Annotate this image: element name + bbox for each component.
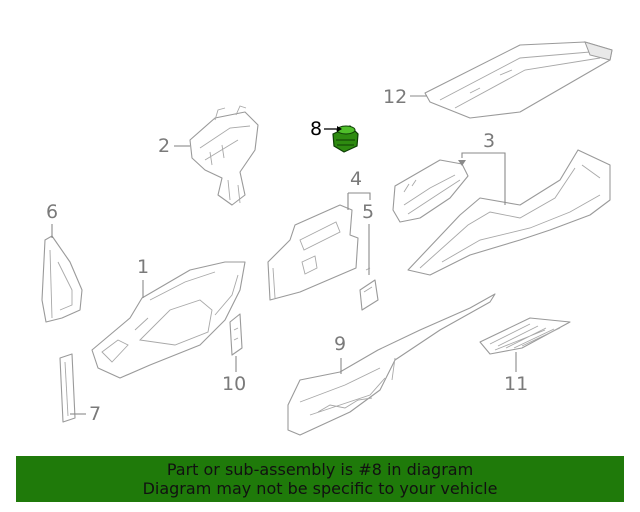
callout-12: 12 xyxy=(383,86,407,108)
parts-diagram: 12 8 2 3 4 5 6 xyxy=(41,41,613,436)
callout-7: 7 xyxy=(89,403,101,425)
part-6-side-cover xyxy=(41,235,83,323)
part-9-lower-console xyxy=(287,293,496,436)
leader-3 xyxy=(461,152,506,205)
callout-1: 1 xyxy=(137,256,149,278)
leader-4 xyxy=(347,192,371,210)
callout-6: 6 xyxy=(46,201,58,223)
part-5-small-trim xyxy=(359,267,379,311)
callout-9: 9 xyxy=(334,333,346,355)
part-8-clip xyxy=(332,125,359,153)
info-banner: Part or sub-assembly is #8 in diagram Di… xyxy=(16,456,624,502)
callout-10: 10 xyxy=(222,373,246,395)
part-4-side-panel xyxy=(267,204,359,301)
part-1-instrument-panel xyxy=(91,261,246,379)
part-3-console xyxy=(392,149,611,276)
banner-line-1: Part or sub-assembly is #8 in diagram xyxy=(166,460,474,479)
callout-2: 2 xyxy=(158,135,170,157)
arrow-8 xyxy=(337,126,342,132)
part-10-small-bracket xyxy=(229,313,243,356)
part-11-tray xyxy=(479,317,571,355)
callout-4: 4 xyxy=(350,168,362,190)
arrow-3 xyxy=(458,160,466,166)
banner-line-2: Diagram may not be specific to your vehi… xyxy=(142,479,498,498)
part-2-bracket xyxy=(189,105,259,206)
callout-8: 8 xyxy=(310,118,322,140)
part-7-vertical-strip xyxy=(59,353,76,423)
part-12-upper-panel xyxy=(424,41,613,119)
callout-3: 3 xyxy=(483,130,495,152)
callout-11: 11 xyxy=(504,373,528,395)
callout-5: 5 xyxy=(362,201,374,223)
